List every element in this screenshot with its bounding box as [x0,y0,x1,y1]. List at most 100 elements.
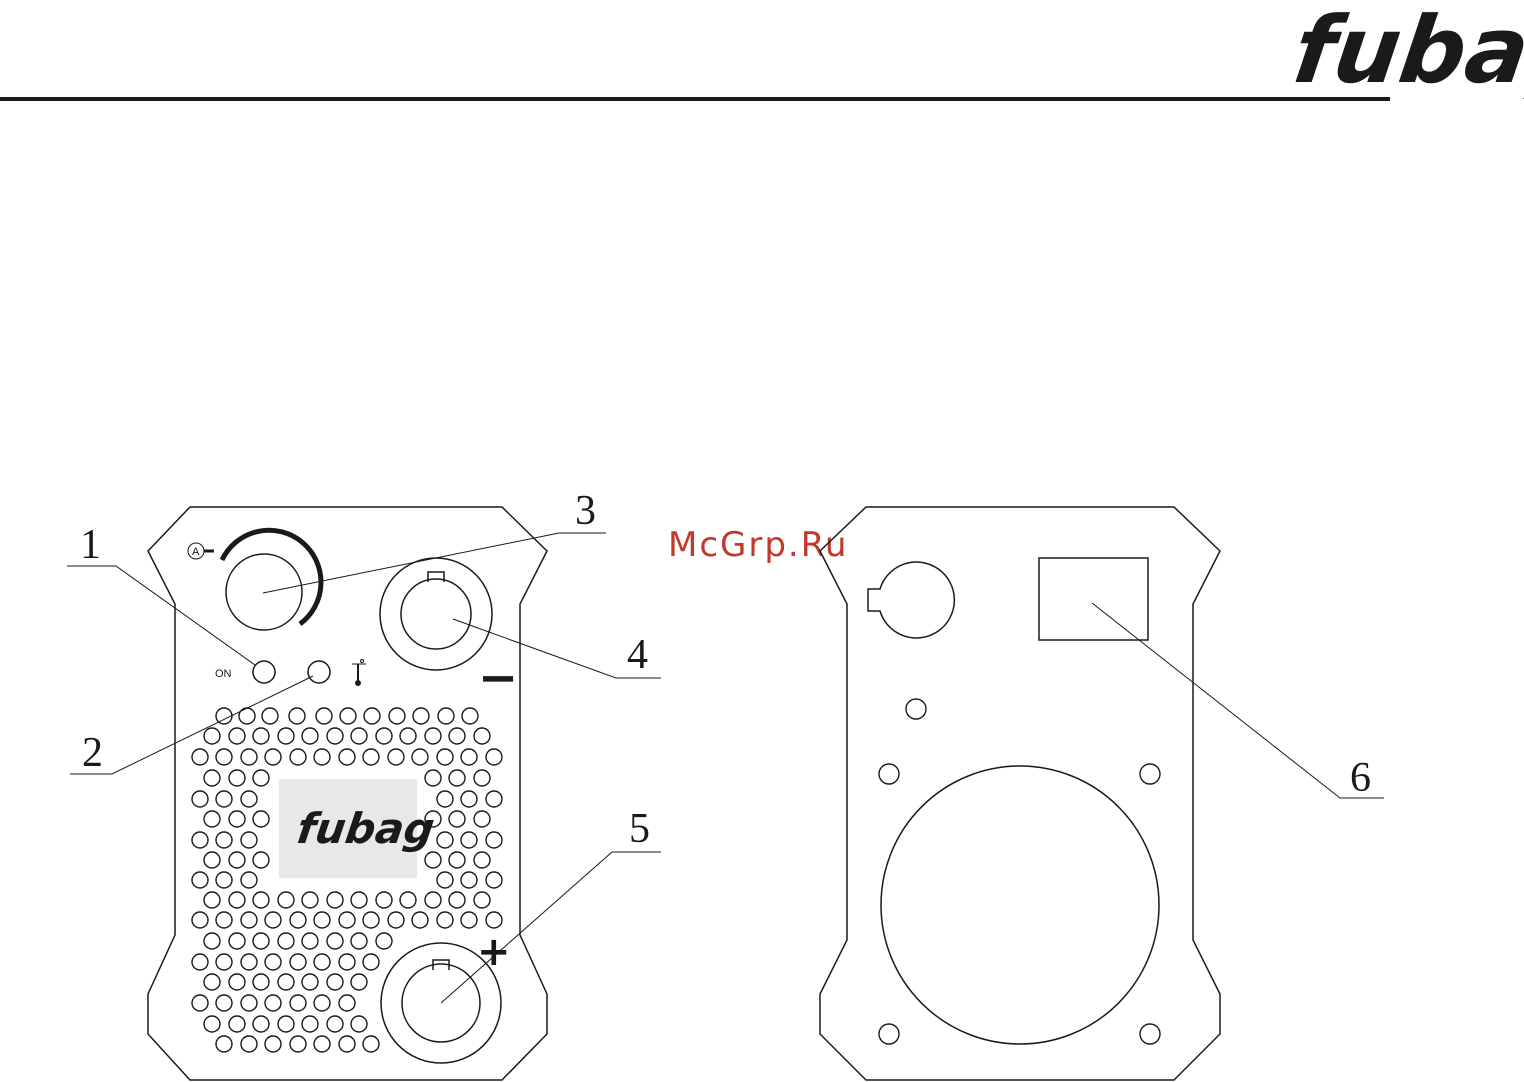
vent-hole [449,892,465,908]
vent-hole [327,1016,343,1032]
power-switch[interactable] [1039,558,1148,640]
vent-hole [449,728,465,744]
negative-socket[interactable] [380,558,492,670]
callout-number-2: 2 [82,730,103,776]
rear-panel [820,507,1220,1080]
vent-hole [412,749,428,765]
vent-hole [363,954,379,970]
vent-hole [192,954,208,970]
vent-hole [461,832,477,848]
current-adjust-icon: A [188,543,214,559]
vent-hole [204,933,220,949]
vent-hole [437,872,453,888]
vent-hole [388,749,404,765]
vent-hole [253,892,269,908]
power-indicator [253,661,275,683]
small-hole [906,699,926,719]
vent-hole [388,912,404,928]
vent-hole [314,912,330,928]
vent-hole [425,770,441,786]
vent-hole [278,1016,294,1032]
vent-hole [363,749,379,765]
callout-number-3: 3 [575,488,596,534]
minus-symbol: − [478,650,518,706]
front-panel: A ON − fubag + [148,507,547,1080]
vent-hole [216,995,232,1011]
vent-hole [339,912,355,928]
vent-hole [253,728,269,744]
vent-hole [425,892,441,908]
vent-hole [265,1036,281,1052]
vent-hole [204,852,220,868]
current-knob[interactable] [226,554,302,630]
callout-number-4: 4 [627,632,648,678]
vent-hole [290,995,306,1011]
vent-hole [229,1016,245,1032]
vent-hole [340,708,356,724]
vent-hole [204,892,220,908]
vent-hole [339,749,355,765]
vent-hole [302,892,318,908]
vent-hole [461,749,477,765]
vent-hole [327,974,343,990]
vent-hole [192,791,208,807]
vent-hole [229,892,245,908]
vent-hole [290,954,306,970]
callout-1: 1 [67,522,255,665]
mount-hole-tr [1140,764,1160,784]
vent-hole [474,892,490,908]
svg-text:A: A [192,546,200,558]
mount-hole-bl [879,1024,899,1044]
vent-hole [449,811,465,827]
fan-opening [881,766,1159,1044]
overheat-indicator [308,661,330,683]
vent-hole [474,811,490,827]
vent-hole [253,770,269,786]
vent-hole [253,1016,269,1032]
vent-hole [229,933,245,949]
vent-hole [449,852,465,868]
vent-hole [474,770,490,786]
thermometer-icon [352,660,366,687]
vent-hole [425,852,441,868]
vent-hole [192,995,208,1011]
vent-hole [339,1036,355,1052]
vent-hole [216,912,232,928]
vent-hole [229,811,245,827]
callout-3: 3 [263,488,606,593]
vent-hole [216,872,232,888]
callout-5: 5 [441,806,661,1003]
knob-scale-arc [222,530,321,624]
vent-hole [462,708,478,724]
vent-hole [400,728,416,744]
vent-hole [253,933,269,949]
callout-number-1: 1 [80,522,101,568]
vent-hole [204,728,220,744]
vent-hole [216,954,232,970]
vent-hole [253,811,269,827]
vent-hole [486,832,502,848]
vent-hole [461,912,477,928]
callout-2: 2 [70,676,313,776]
vent-hole [486,749,502,765]
vent-hole [241,872,257,888]
vent-hole [192,749,208,765]
vent-hole [216,1036,232,1052]
vent-hole [192,832,208,848]
vent-hole [314,1036,330,1052]
vent-hole [339,954,355,970]
mount-hole-br [1140,1024,1160,1044]
vent-hole [314,954,330,970]
vent-hole [241,791,257,807]
vent-hole [216,749,232,765]
vent-hole [290,912,306,928]
vent-hole [229,770,245,786]
vent-hole [216,832,232,848]
vent-hole [363,912,379,928]
vent-hole [327,892,343,908]
vent-hole [216,791,232,807]
vent-hole [339,995,355,1011]
vent-hole [376,933,392,949]
vent-hole [241,1036,257,1052]
vent-hole [389,708,405,724]
